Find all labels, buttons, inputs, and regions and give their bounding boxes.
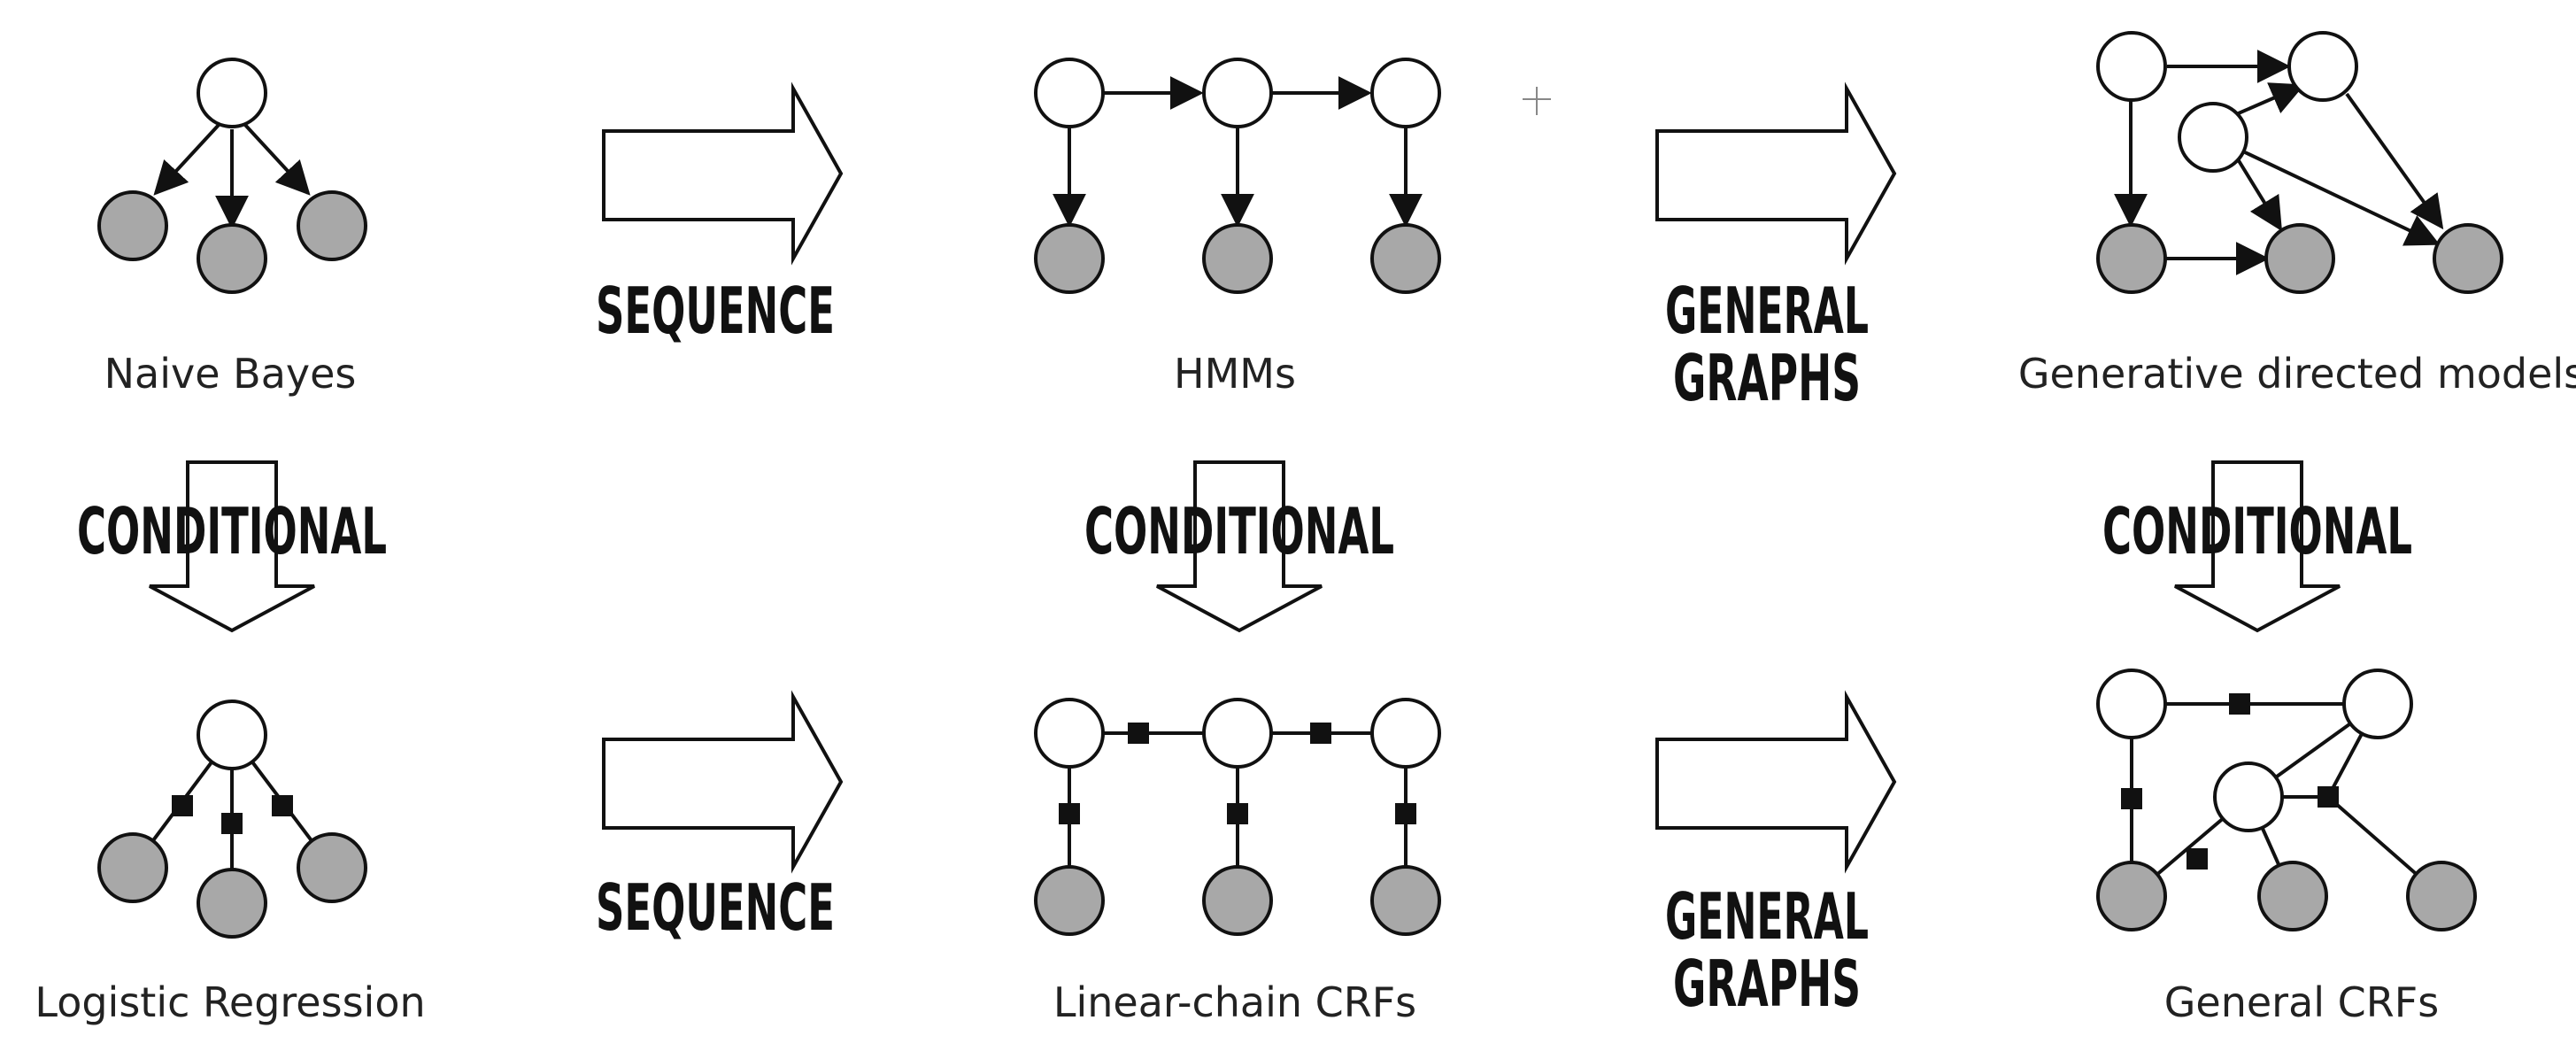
hidden-node [2178, 102, 2248, 173]
hidden-node [1202, 698, 1273, 769]
label-generative-directed-models: Generative directed models [2018, 350, 2576, 398]
edge [2233, 82, 2305, 117]
observed-node [1370, 865, 1441, 936]
hidden-node [2342, 669, 2413, 739]
graphs-label-bottom: GRAPHS [1673, 947, 1861, 1021]
observed-node [2406, 861, 2477, 931]
hidden-node [2096, 669, 2167, 739]
logistic-regression-graph [97, 700, 367, 939]
naive-bayes-graph [97, 58, 367, 294]
observed-node [1034, 865, 1105, 936]
generative-directed-graph [2096, 31, 2503, 294]
factor-node [1059, 803, 1080, 824]
observed-node [297, 190, 367, 261]
general-graphs-arrow-top [1655, 81, 1897, 266]
sequence-arrow-bottom [602, 690, 844, 874]
conditional-arrow-right: CONDITIONAL [2102, 460, 2412, 633]
edge [2244, 151, 2441, 246]
observed-node [1202, 865, 1273, 936]
observed-node [2257, 861, 2328, 931]
observed-node [2433, 223, 2503, 294]
observed-node [197, 868, 267, 939]
observed-node [97, 832, 168, 903]
observed-node [1202, 223, 1273, 294]
conditional-label-left: CONDITIONAL [77, 494, 387, 568]
general-label-top: GENERAL [1665, 274, 1869, 348]
hidden-node [197, 700, 267, 770]
cursor-crosshair-icon [1523, 87, 1551, 115]
edge [153, 122, 221, 196]
graphs-label-top: GRAPHS [1673, 341, 1861, 415]
factor-node [2318, 786, 2339, 808]
observed-node [297, 832, 367, 903]
hidden-node [1370, 698, 1441, 769]
conditional-arrow-left: CONDITIONAL [77, 460, 387, 633]
factor-node [2187, 848, 2208, 870]
factor-node [1395, 803, 1416, 824]
factor-node [221, 813, 243, 834]
factor-node [2229, 693, 2250, 715]
general-crf-graph [2096, 669, 2477, 931]
observed-node [197, 223, 267, 294]
hmm-graph [1034, 58, 1441, 294]
observed-node [1034, 223, 1105, 294]
observed-node [1370, 223, 1441, 294]
sequence-label-bottom: SEQUENCE [596, 870, 835, 945]
hidden-node [1034, 58, 1105, 128]
conditional-label-middle: CONDITIONAL [1084, 494, 1394, 568]
factor-node [272, 795, 293, 816]
general-label-bottom: GENERAL [1665, 879, 1869, 954]
observed-node [97, 190, 168, 261]
conditional-arrow-middle: CONDITIONAL [1084, 460, 1394, 633]
sequence-label-top: SEQUENCE [596, 274, 835, 348]
hidden-node [1034, 698, 1105, 769]
conditional-label-right: CONDITIONAL [2102, 494, 2412, 568]
observed-node [2096, 223, 2167, 294]
factor-node [1227, 803, 1248, 824]
observed-node [2264, 223, 2335, 294]
hidden-node [1202, 58, 1273, 128]
factor-node [1310, 723, 1331, 744]
edge [2233, 153, 2282, 232]
edge [2345, 92, 2444, 230]
label-linear-chain-crfs: Linear-chain CRFs [1053, 978, 1416, 1026]
hidden-node [2096, 31, 2167, 102]
edge [243, 122, 311, 196]
observed-node [2096, 861, 2167, 931]
factor-node [2121, 788, 2142, 809]
hidden-node [1370, 58, 1441, 128]
label-hmms: HMMs [1174, 350, 1296, 398]
hidden-node [2287, 31, 2358, 102]
hidden-node [2213, 761, 2284, 832]
label-logistic-regression: Logistic Regression [35, 978, 425, 1026]
factor-node [172, 795, 193, 816]
sequence-arrow-top [602, 81, 844, 266]
label-general-crfs: General CRFs [2164, 978, 2439, 1026]
factor-node [1128, 723, 1149, 744]
label-naive-bayes: Naive Bayes [104, 350, 357, 398]
general-graphs-arrow-bottom [1655, 690, 1897, 874]
linear-chain-crf-graph [1034, 698, 1441, 936]
hidden-node [197, 58, 267, 128]
